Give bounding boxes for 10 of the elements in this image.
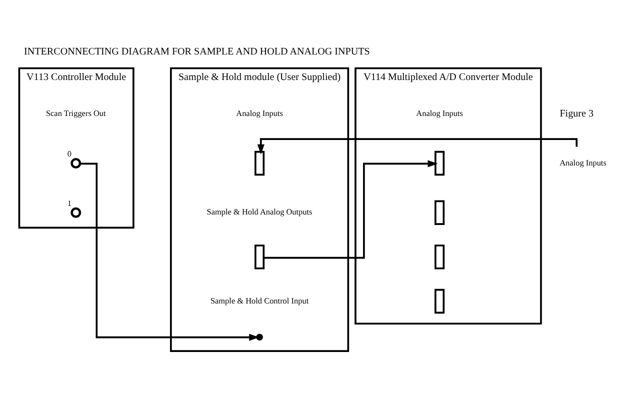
caption: Figure 3 (560, 108, 594, 119)
diagram-title: INTERCONNECTING DIAGRAM FOR SAMPLE AND HOLD ANALOG INPUTS (24, 46, 370, 57)
node-text: Analog Inputs (416, 108, 463, 118)
node-label: 0 (67, 149, 72, 158)
node-text: Analog Inputs (236, 108, 283, 118)
node-text: Analog Inputs (560, 158, 606, 167)
node-text: Sample & Hold Control Input (210, 296, 309, 305)
node-text: Sample & Hold Analog Outputs (206, 207, 312, 216)
node-text: Scan Triggers Out (46, 108, 106, 118)
node-label: 1 (67, 198, 72, 208)
